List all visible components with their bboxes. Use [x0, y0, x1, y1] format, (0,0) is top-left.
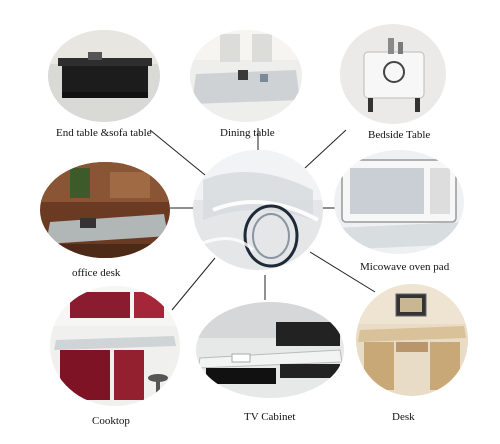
- microwave-image: [334, 150, 464, 254]
- dining-table-image: [190, 30, 302, 122]
- office-desk-label: office desk: [72, 267, 121, 279]
- tv-cabinet-image: [196, 302, 344, 398]
- end-table-label: End table &sofa table: [56, 127, 152, 139]
- dining-table-label: Dining table: [220, 127, 275, 139]
- desk-label: Desk: [392, 411, 415, 423]
- cooktop-image: [50, 286, 180, 406]
- desk-image: [356, 284, 468, 396]
- tv-cabinet-label: TV Cabinet: [244, 411, 296, 423]
- cooktop-label: Cooktop: [92, 415, 130, 427]
- office-desk-image: [40, 162, 170, 258]
- bedside-table-image: [340, 24, 446, 124]
- end-table-image: [48, 30, 160, 122]
- bedside-table-label: Bedside Table: [368, 129, 431, 141]
- microwave-pad-label: Micowave oven pad: [360, 261, 450, 273]
- clear-vinyl-roll-image: [193, 150, 323, 270]
